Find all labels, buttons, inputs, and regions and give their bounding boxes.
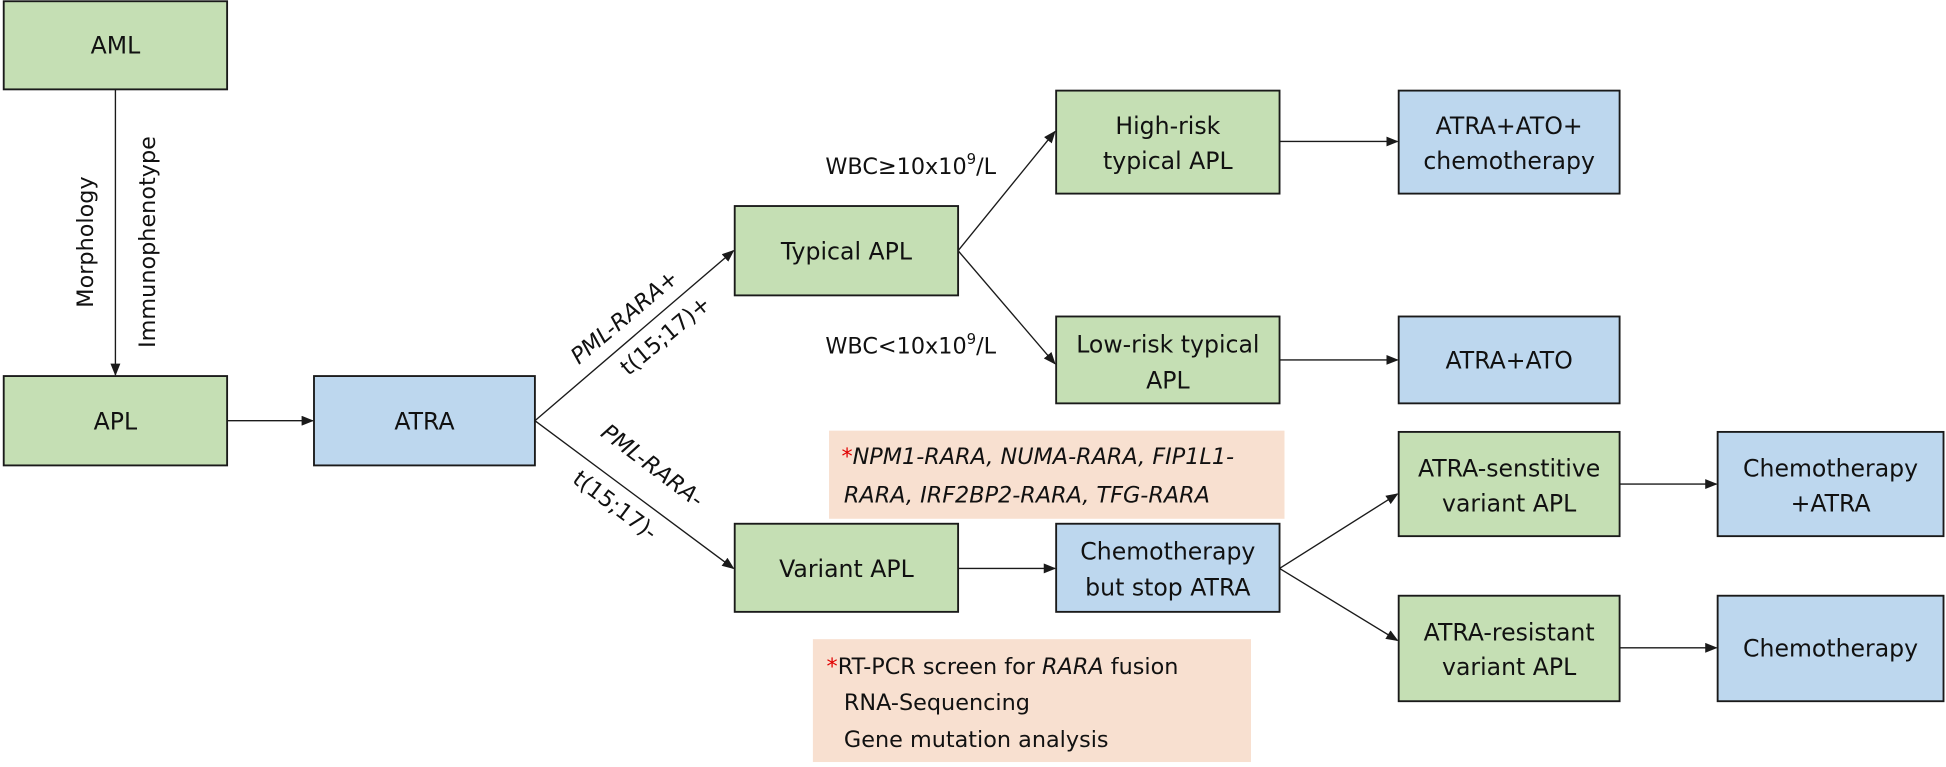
svg-text:Low-risk typical: Low-risk typical [1076, 330, 1259, 358]
edge-atra-typical [534, 249, 735, 422]
svg-text:*RT-PCR screen for RARA fusion: *RT-PCR screen for RARA fusion [827, 654, 1179, 680]
svg-text:*NPM1-RARA, NUMA-RARA, FIP1L1-: *NPM1-RARA, NUMA-RARA, FIP1L1- [841, 444, 1234, 470]
svg-text:ATRA+ATO+: ATRA+ATO+ [1436, 112, 1583, 140]
node-sensitive-treatment: Chemotherapy +ATRA [1716, 430, 1945, 538]
svg-text:ATRA: ATRA [394, 407, 454, 435]
node-variant-apl: Variant APL [733, 522, 960, 613]
svg-text:APL: APL [94, 407, 138, 435]
node-atra: ATRA [313, 375, 536, 467]
svg-text:ATRA-senstitive: ATRA-senstitive [1418, 455, 1600, 483]
svg-text:+ATRA: +ATRA [1791, 489, 1871, 517]
svg-text:APL: APL [1146, 366, 1190, 394]
node-atra-sensitive: ATRA-senstitive variant APL [1397, 430, 1621, 538]
edges [110, 89, 1718, 653]
svg-text:AML: AML [91, 31, 141, 59]
edge-typical-lowrisk [957, 250, 1056, 365]
svg-text:variant APL: variant APL [1442, 489, 1577, 517]
node-low-risk-treatment: ATRA+ATO [1397, 315, 1621, 405]
svg-text:ATRA+ATO: ATRA+ATO [1446, 347, 1573, 375]
node-high-risk: High-risk typical APL [1055, 89, 1281, 195]
edge-chemo-sensitive [1279, 493, 1399, 569]
label-morphology: Morphology [73, 176, 99, 307]
edge-typical-highrisk [957, 130, 1056, 252]
node-aml: AML [2, 0, 229, 91]
node-high-risk-treatment: ATRA+ATO+ chemotherapy [1397, 89, 1621, 195]
svg-text:Chemotherapy: Chemotherapy [1743, 455, 1918, 483]
label-wbc-high: WBC≥10x109/L [825, 150, 996, 180]
node-resistant-treatment: Chemotherapy [1716, 594, 1945, 703]
methods-line-1: RT-PCR screen for [838, 654, 1042, 680]
methods-line-2: RNA-Sequencing [844, 690, 1030, 716]
fusion-note: *NPM1-RARA, NUMA-RARA, FIP1L1- RARA, IRF… [829, 430, 1285, 519]
fusion-line-2: RARA, IRF2BP2-RARA, TFG-RARA [844, 483, 1210, 509]
label-immunophenotype: Immunophenotype [135, 136, 161, 348]
svg-text:High-risk: High-risk [1115, 112, 1220, 140]
svg-text:Typical APL: Typical APL [780, 237, 913, 265]
svg-text:ATRA-resistant: ATRA-resistant [1424, 618, 1595, 646]
svg-text:Variant APL: Variant APL [779, 555, 914, 583]
svg-text:chemotherapy: chemotherapy [1423, 147, 1595, 175]
edge-chemo-resistant [1279, 567, 1399, 642]
methods-line-3: Gene mutation analysis [844, 727, 1109, 753]
node-chemo-stop-atra: Chemotherapy but stop ATRA [1055, 522, 1281, 613]
edge-atra-variant [534, 420, 735, 570]
methods-note: *RT-PCR screen for RARA fusion RNA-Seque… [812, 639, 1251, 763]
node-typical-apl: Typical APL [733, 205, 960, 297]
asterisk: * [827, 654, 838, 680]
svg-text:but stop ATRA: but stop ATRA [1085, 574, 1250, 602]
label-wbc-low: WBC<10x109/L [825, 330, 996, 360]
svg-text:typical APL: typical APL [1103, 147, 1234, 175]
node-apl: APL [2, 375, 229, 467]
svg-text:Chemotherapy: Chemotherapy [1743, 635, 1918, 663]
node-atra-resistant: ATRA-resistant variant APL [1397, 594, 1621, 703]
svg-text:variant APL: variant APL [1442, 653, 1577, 681]
rara-italic: RARA [1042, 654, 1104, 680]
methods-line-1-end: fusion [1104, 654, 1179, 680]
asterisk: * [841, 444, 852, 470]
svg-text:Chemotherapy: Chemotherapy [1080, 538, 1255, 566]
fusion-line-1: NPM1-RARA, NUMA-RARA, FIP1L1- [853, 444, 1235, 470]
